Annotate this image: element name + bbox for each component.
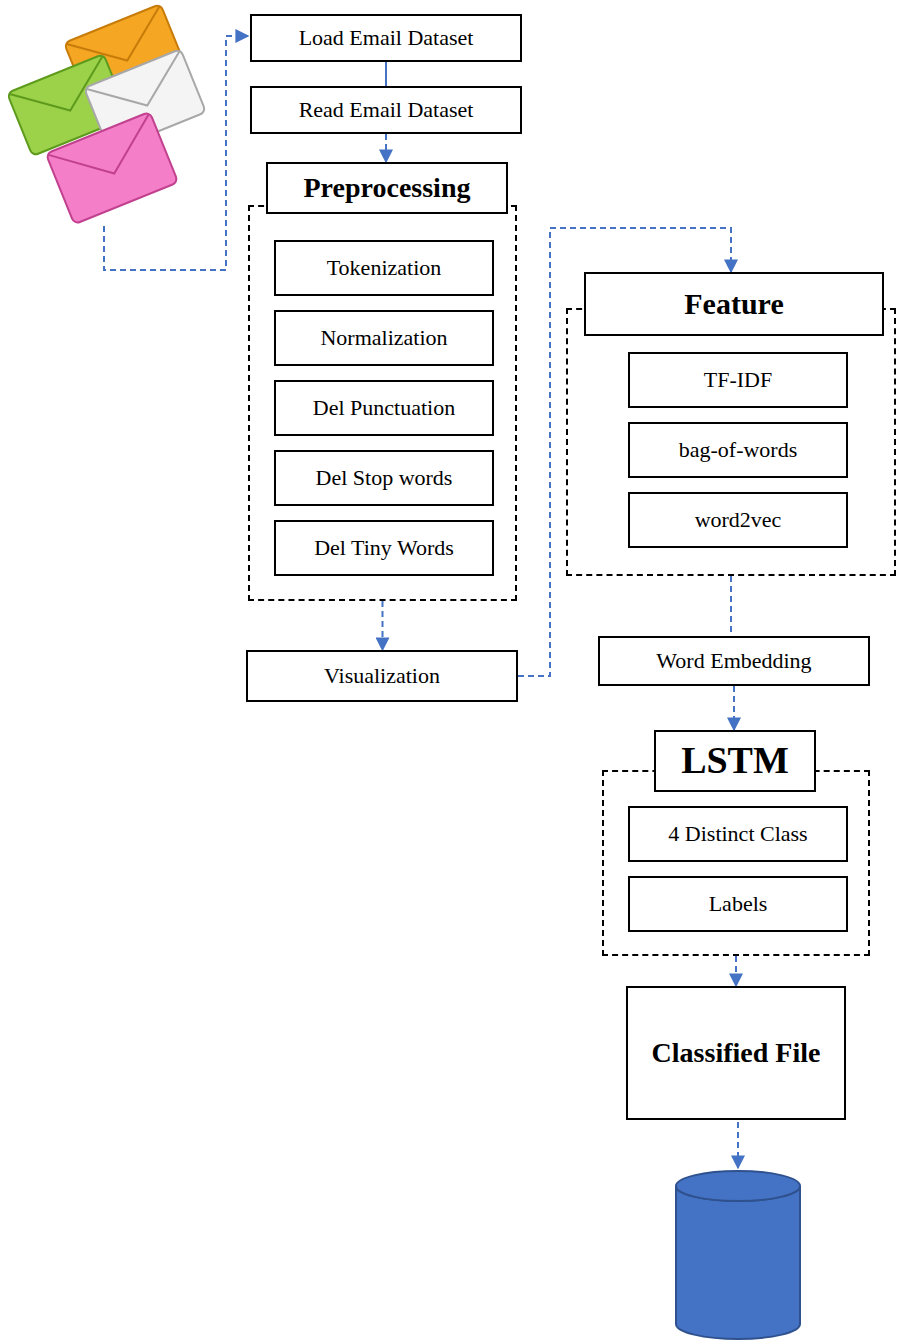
box-label: Del Stop words [316, 465, 453, 490]
box-label: word2vec [695, 507, 782, 532]
group-frame: PreprocessingTokenizationNormalizationDe… [248, 205, 517, 601]
process-box: Load Email Dataset [250, 14, 522, 62]
box-label: Normalization [320, 325, 447, 350]
flow-connector [733, 686, 735, 730]
process-box: Normalization [274, 310, 494, 366]
flow-connector [735, 956, 737, 986]
box-label: Load Email Dataset [299, 25, 474, 50]
box-label: Classified File [652, 1037, 821, 1069]
database-cylinder [676, 1171, 800, 1339]
group-heading: Feature [584, 272, 884, 336]
flow-connector [382, 601, 384, 650]
input-arrow [104, 36, 248, 270]
process-box: 4 Distinct Class [628, 806, 848, 862]
group-frame: FeatureTF-IDFbag-of-wordsword2vec [566, 308, 896, 576]
group-heading: LSTM [654, 730, 816, 792]
process-box: Labels [628, 876, 848, 932]
group-heading: Preprocessing [266, 162, 508, 214]
box-label: Tokenization [327, 255, 442, 280]
box-label: bag-of-words [679, 437, 798, 462]
process-box: Visualization [246, 650, 518, 702]
process-box: Del Punctuation [274, 380, 494, 436]
process-box: Word Embedding [598, 636, 870, 686]
envelope-icon [46, 112, 178, 224]
process-box: bag-of-words [628, 422, 848, 478]
box-label: Del Tiny Words [314, 535, 454, 560]
flow-connector [385, 62, 387, 86]
process-box: Del Stop words [274, 450, 494, 506]
flow-connector [730, 576, 732, 636]
box-label: 4 Distinct Class [668, 821, 807, 846]
box-label: Word Embedding [656, 648, 811, 673]
flow-connector [385, 134, 387, 162]
process-box: TF-IDF [628, 352, 848, 408]
box-label: Labels [709, 891, 768, 916]
box-label: Read Email Dataset [299, 97, 474, 122]
process-box: word2vec [628, 492, 848, 548]
process-box: Read Email Dataset [250, 86, 522, 134]
email-icons [7, 4, 206, 224]
box-label: TF-IDF [704, 367, 772, 392]
box-label: Del Punctuation [313, 395, 455, 420]
group-frame: LSTM4 Distinct ClassLabels [602, 770, 870, 956]
process-box: Del Tiny Words [274, 520, 494, 576]
process-box: Tokenization [274, 240, 494, 296]
output-arrow [737, 1122, 739, 1168]
process-box: Classified File [626, 986, 846, 1120]
box-label: Visualization [324, 663, 440, 688]
